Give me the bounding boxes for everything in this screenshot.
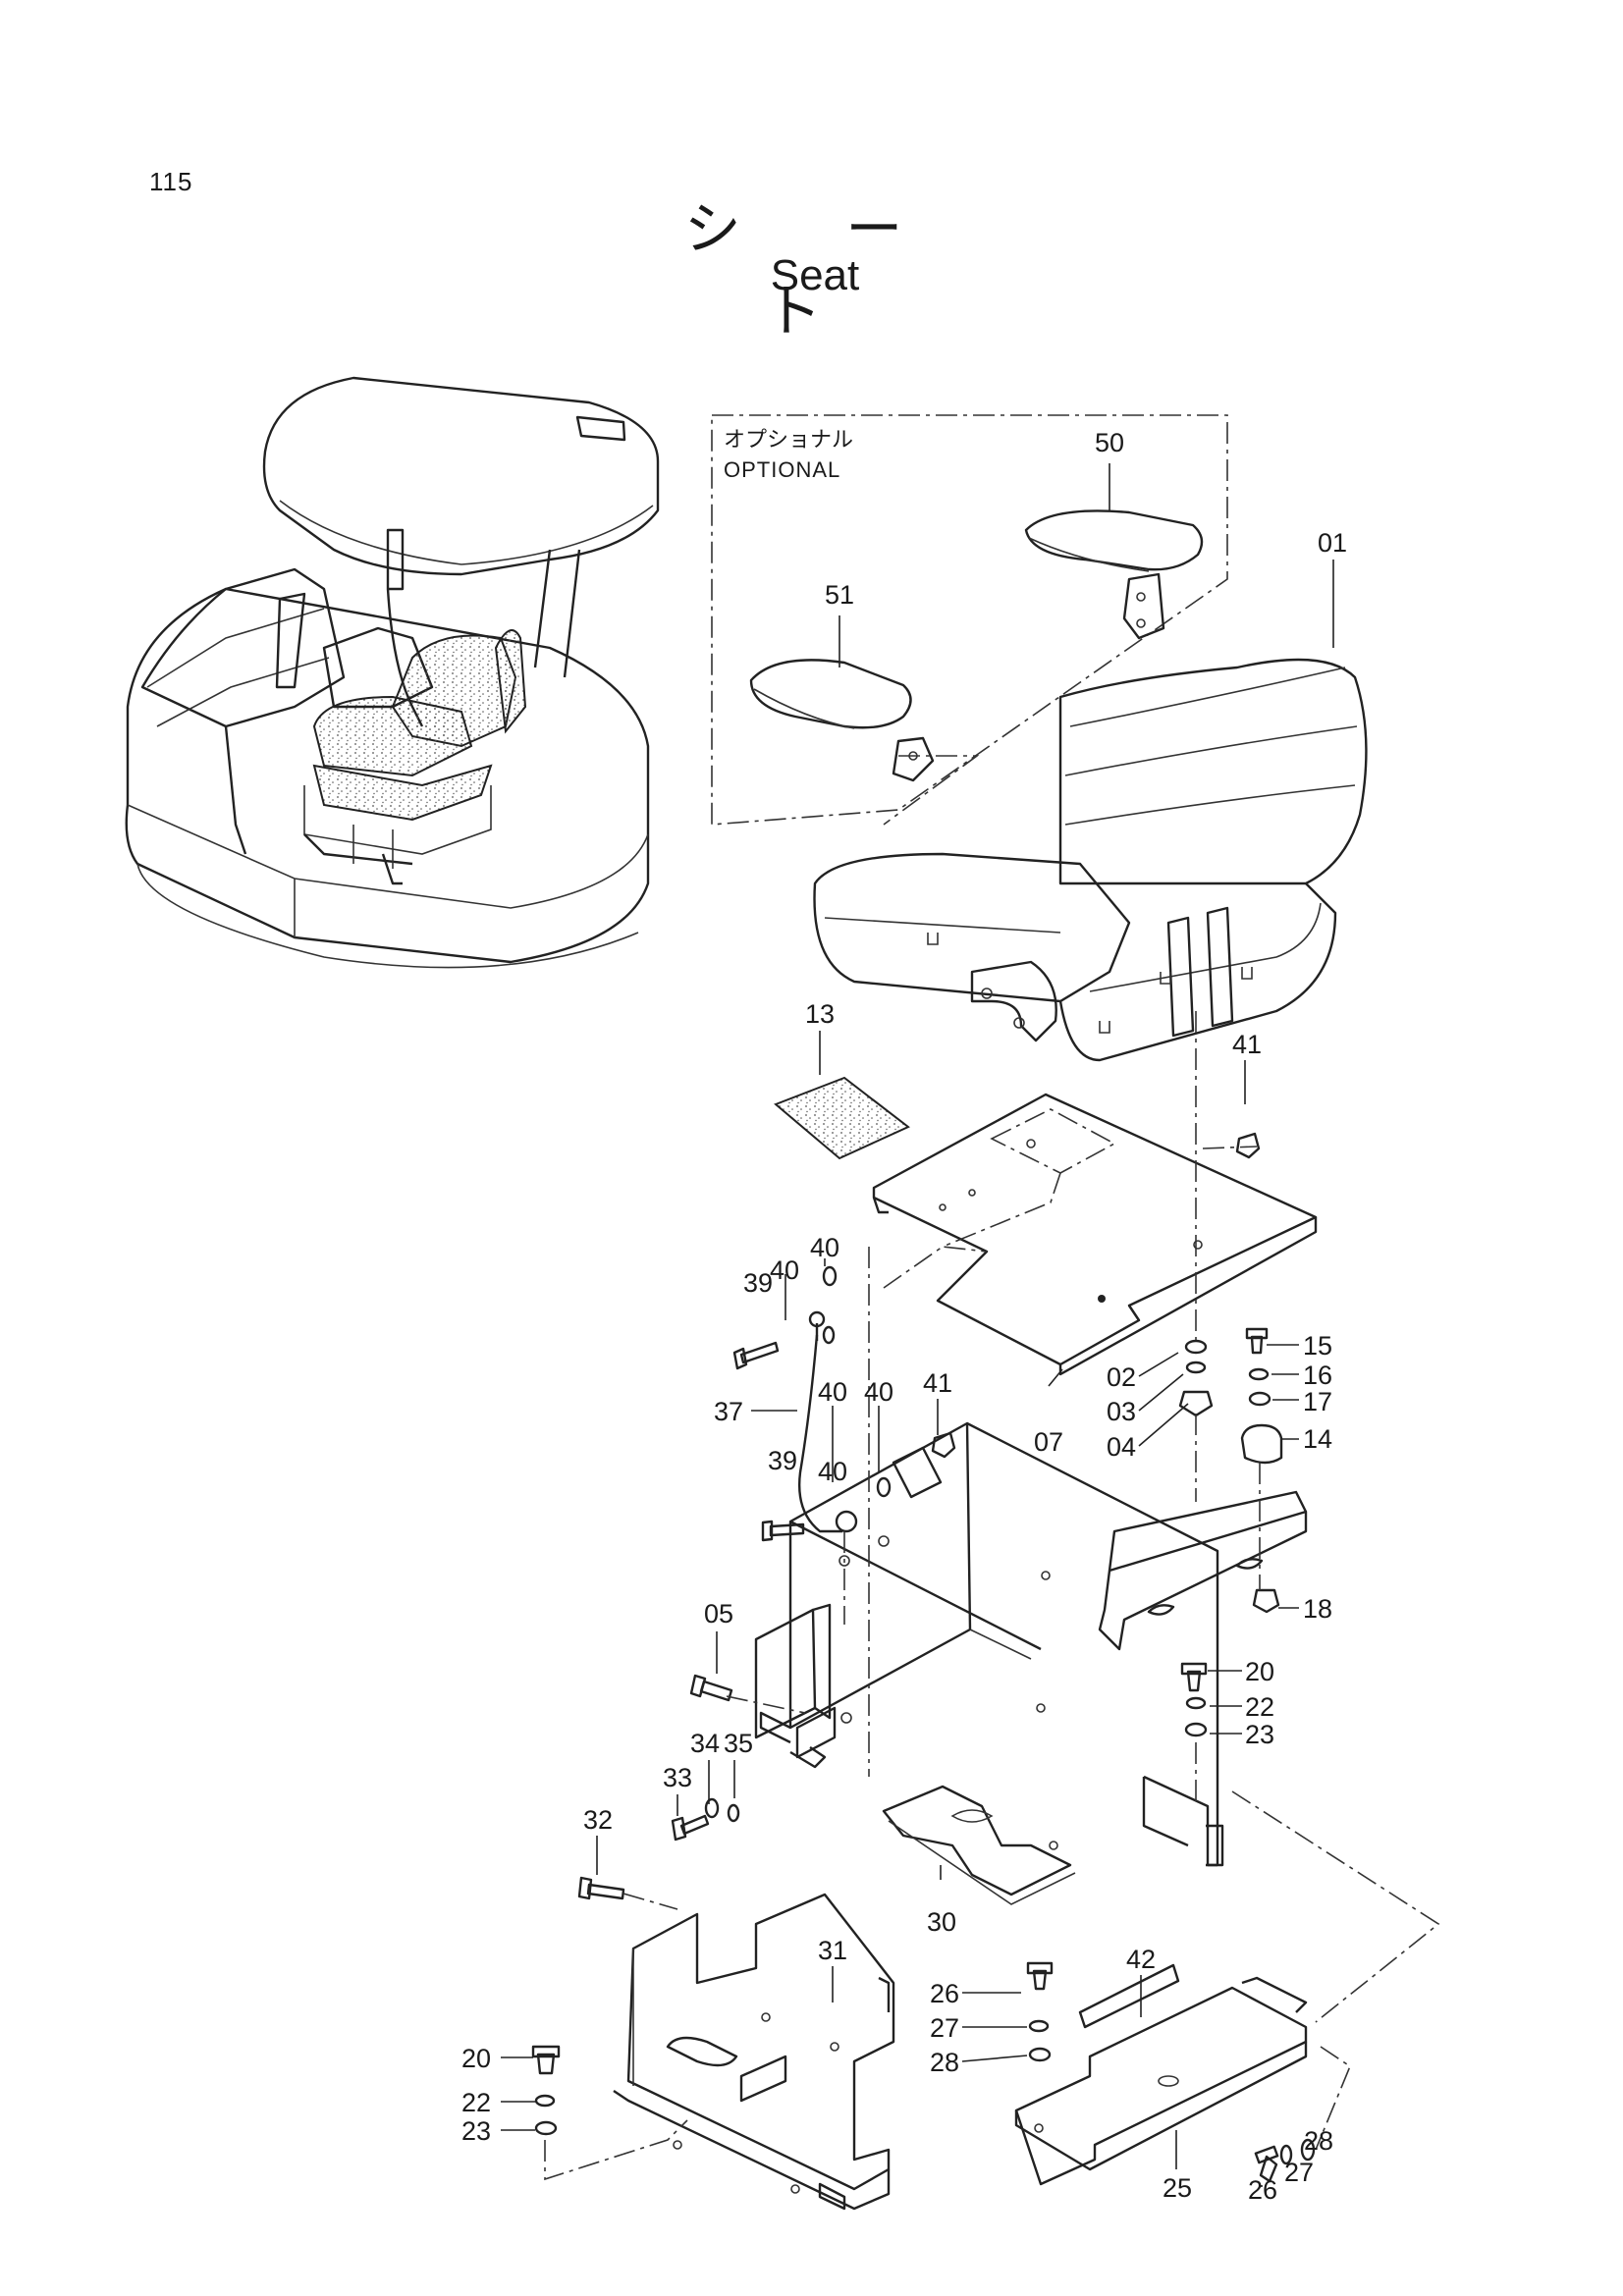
- callout-label: 13: [805, 999, 835, 1029]
- callout-label: 07: [1034, 1427, 1063, 1457]
- seat-plate-part-07: [872, 1093, 1318, 1376]
- page-title-english: Seat: [770, 251, 860, 299]
- callout-label: 42: [1126, 1945, 1156, 1974]
- callout-label: 39: [768, 1446, 797, 1475]
- callout-label: 50: [1095, 428, 1124, 457]
- alignment-lines: [544, 1011, 1440, 2181]
- callout-label: 27: [930, 2013, 959, 2043]
- callout-label: 28: [1304, 2126, 1333, 2156]
- callout-label: 15: [1303, 1331, 1332, 1361]
- callout-label: 40: [770, 1255, 799, 1285]
- callout-label: 14: [1303, 1424, 1332, 1454]
- callout-label: 20: [1245, 1657, 1274, 1686]
- optional-label-japanese: オプショナル: [724, 428, 854, 453]
- seat-assembly-part-01: [813, 658, 1368, 1062]
- plate-part-25: [1014, 1963, 1308, 2186]
- ground-wire-part-37: [798, 1334, 842, 1533]
- page-title-japanese: シ ー ト: [683, 195, 947, 345]
- callout-label: 39: [743, 1268, 773, 1298]
- callout-label: 22: [461, 2088, 491, 2117]
- callout-label: 02: [1107, 1362, 1136, 1392]
- callout-label: 40: [818, 1377, 847, 1407]
- optional-label-english: OPTIONAL: [724, 457, 841, 482]
- callout-label: 35: [724, 1729, 753, 1758]
- callout-label: 01: [1318, 528, 1347, 558]
- callout-label: 20: [461, 2044, 491, 2073]
- bracket-part-31: [613, 1893, 895, 2211]
- callout-label: 18: [1303, 1594, 1332, 1624]
- callout-label: 51: [825, 580, 854, 610]
- callout-leaders: [501, 463, 1334, 2187]
- callout-label: 41: [1232, 1030, 1262, 1059]
- callout-label: 23: [1245, 1720, 1274, 1749]
- callout-label: 33: [663, 1763, 692, 1792]
- callout-label: 28: [930, 2048, 959, 2077]
- callout-label: 40: [810, 1233, 839, 1262]
- callout-label: 17: [1303, 1387, 1332, 1416]
- callout-label: 41: [923, 1368, 952, 1398]
- callout-label: 30: [927, 1907, 956, 1937]
- callout-label: 04: [1107, 1432, 1136, 1462]
- fasteners: [531, 1132, 1316, 2183]
- callout-label: 26: [930, 1979, 959, 2008]
- mount-bracket: [1098, 1423, 1308, 1651]
- callout-label: 26: [1248, 2175, 1277, 2205]
- page-number: 115: [149, 167, 193, 196]
- callout-label: 40: [818, 1457, 847, 1486]
- callout-label: 22: [1245, 1692, 1274, 1722]
- callout-numbers: 50 51 01 13 41 40 40 39 40 37 41 40 39 4…: [461, 428, 1347, 2205]
- callout-label: 40: [864, 1377, 893, 1407]
- callout-label: 23: [461, 2116, 491, 2146]
- callout-label: 03: [1107, 1397, 1136, 1426]
- callout-label: 34: [690, 1729, 720, 1758]
- callout-label: 25: [1163, 2173, 1192, 2203]
- callout-label: 27: [1284, 2158, 1314, 2187]
- callout-label: 31: [818, 1936, 847, 1965]
- machine-overview-illustration: [125, 376, 660, 969]
- callout-label: 32: [583, 1805, 613, 1835]
- callout-label: 16: [1303, 1361, 1332, 1390]
- optional-armrest-box: [711, 414, 1228, 826]
- seat-bracket-box: [754, 1421, 1224, 1905]
- callout-label: 05: [704, 1599, 733, 1629]
- callout-label: 37: [714, 1397, 743, 1426]
- mat-part-13: [774, 1076, 910, 1160]
